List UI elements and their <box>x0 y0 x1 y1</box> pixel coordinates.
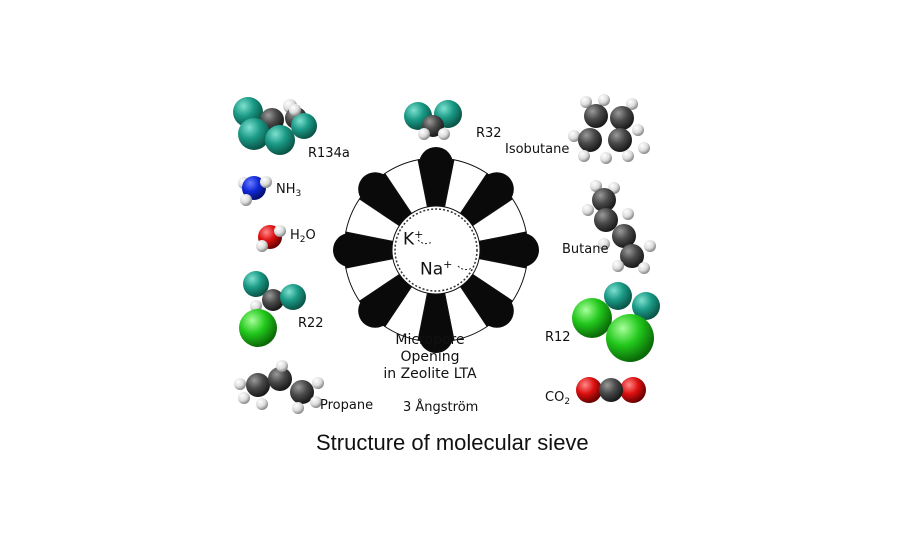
cation-k: K+ <box>403 228 424 250</box>
label-r12: R12 <box>545 330 571 345</box>
label-nh3: NH3 <box>276 182 302 199</box>
cation-site-marker <box>417 239 433 245</box>
label-r22: R22 <box>298 316 324 331</box>
micropore-line-2: Opening <box>400 349 460 365</box>
figure-caption: Structure of molecular sieve <box>316 430 589 455</box>
ring-lobe <box>479 293 514 328</box>
ring-lobe <box>419 147 453 181</box>
pore-size-label: 3 Ångström <box>403 400 479 415</box>
label-butane: Butane <box>562 242 609 257</box>
ring-lobe <box>333 233 367 267</box>
label-r134a: R134a <box>308 146 350 161</box>
nh3-molecule <box>238 176 272 206</box>
zeolite-ring <box>333 147 539 353</box>
propane-molecule <box>234 360 324 414</box>
butane-molecule <box>582 180 656 274</box>
co2-molecule <box>576 377 646 403</box>
ring-lobe <box>419 319 453 353</box>
ring-framework-segment <box>384 159 428 214</box>
cation-site-marker <box>457 265 473 271</box>
r134a-molecule <box>233 97 317 155</box>
label-h2o: H2O <box>290 228 316 245</box>
r32-molecule <box>404 100 462 140</box>
ring-lobe <box>479 172 514 207</box>
label-propane: Propane <box>320 398 374 413</box>
ring-lobe <box>505 233 539 267</box>
label-isobutane: Isobutane <box>505 142 570 157</box>
isobutane-molecule <box>568 94 650 164</box>
r12-molecule <box>572 282 660 362</box>
ring-lobe <box>358 172 393 207</box>
h2o-molecule <box>256 225 286 252</box>
pore-opening <box>394 208 478 292</box>
cation-na: Na+ <box>420 258 453 280</box>
label-r32: R32 <box>476 126 502 141</box>
ring-lobe <box>358 293 393 328</box>
micropore-description: Micropore Opening in Zeolite LTA <box>370 332 490 383</box>
micropore-line-1: Micropore <box>395 332 465 348</box>
label-co2: CO2 <box>545 390 571 407</box>
r22-molecule <box>239 271 306 347</box>
micropore-line-3: in Zeolite LTA <box>383 366 477 382</box>
